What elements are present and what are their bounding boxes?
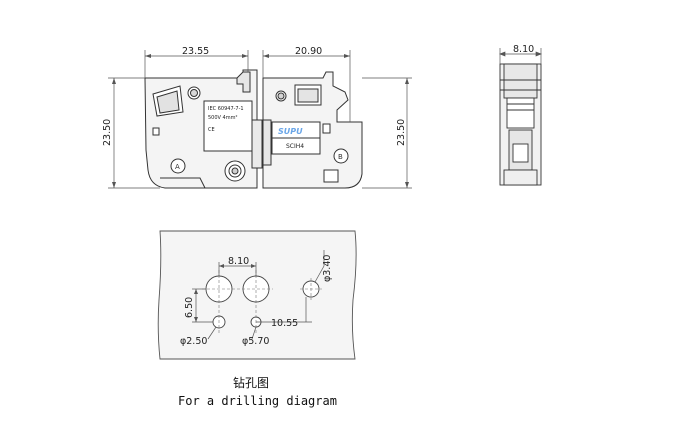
large-hole-right bbox=[242, 275, 270, 303]
dim-small-hole-dia: φ3.40 bbox=[322, 255, 333, 282]
letter-a: A bbox=[175, 163, 180, 171]
ce-mark: CE bbox=[208, 127, 215, 133]
side-view bbox=[499, 63, 542, 186]
model-text: SCIH4 bbox=[286, 143, 304, 150]
rating-text: 500V 4mm² bbox=[208, 115, 237, 121]
dim-height-left: 23.50 bbox=[102, 119, 113, 146]
caption-english: For a drilling diagram bbox=[178, 394, 337, 408]
module-b bbox=[262, 71, 363, 189]
dim-width-a: 23.55 bbox=[182, 46, 209, 57]
drill-dimension-lines bbox=[192, 250, 325, 340]
letter-b: B bbox=[338, 153, 343, 161]
top-dimension-arrows bbox=[112, 54, 409, 188]
brand-text: SUPU bbox=[278, 127, 303, 136]
top-dimension-lines bbox=[108, 50, 412, 189]
dim-dia-a: φ2.50 bbox=[180, 336, 207, 347]
dim-horizontal-offset: 10.55 bbox=[271, 318, 298, 329]
module-a bbox=[144, 69, 263, 189]
drill-centerlines bbox=[202, 270, 322, 335]
standard-text: IEC 60947-7-1 bbox=[208, 106, 244, 112]
caption-chinese: 钻孔图 bbox=[233, 375, 269, 390]
dim-hole-spacing: 8.10 bbox=[228, 256, 249, 267]
dim-vertical-offset: 6.50 bbox=[184, 297, 195, 318]
drill-dimension-arrows bbox=[194, 264, 256, 322]
dim-dia-b: φ5.70 bbox=[242, 336, 269, 347]
dim-side-width: 8.10 bbox=[513, 44, 534, 55]
dim-width-b: 20.90 bbox=[295, 46, 322, 57]
side-dimension bbox=[499, 48, 542, 64]
dim-height-right: 23.50 bbox=[396, 119, 407, 146]
